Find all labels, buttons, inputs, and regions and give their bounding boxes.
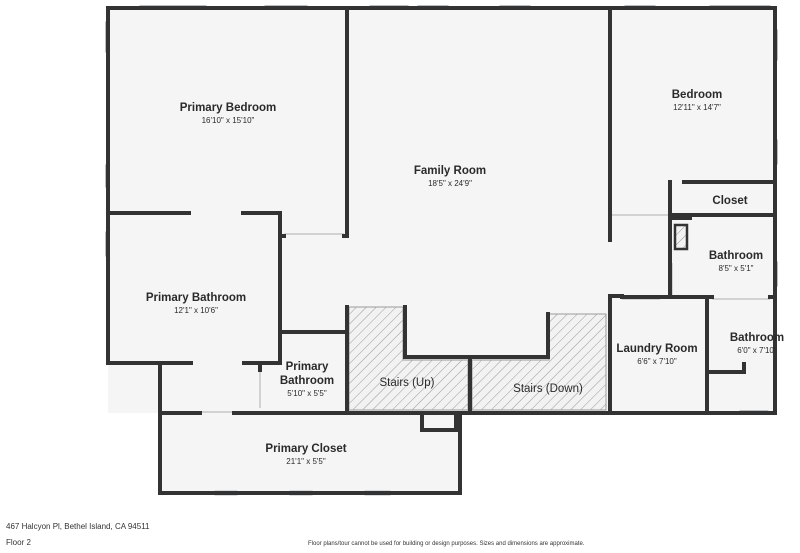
primary-bedroom-label: Primary Bedroom [180,102,277,114]
address-text: 467 Halcyon Pl, Bethel Island, CA 94511 [6,522,150,531]
bedroom-label: Bedroom [672,89,722,101]
primary-bathroom-small-label-2: Bathroom [280,375,334,387]
bathroom-lower-dim: 6'0" x 7'10" [737,346,777,355]
primary-closet-dim: 21'1" x 5'5" [286,457,326,466]
primary-closet-label: Primary Closet [265,443,346,455]
family-room-label: Family Room [414,165,486,177]
bedroom-dim: 12'11" x 14'7" [673,103,721,112]
disclaimer-text: Floor plans/tour cannot be used for buil… [308,541,585,547]
room-labels: Primary Bedroom 16'10" x 15'10" Family R… [146,89,784,466]
shaft [673,223,689,251]
primary-bathroom-label: Primary Bathroom [146,292,246,304]
primary-bedroom-dim: 16'10" x 15'10" [202,116,255,125]
closet-label: Closet [712,195,747,207]
stairs-up-label: Stairs (Up) [380,377,435,389]
walls [106,6,777,495]
laundry-room-dim: 6'6" x 7'10" [637,357,677,366]
primary-bathroom-small-label-1: Primary [286,361,329,373]
primary-bathroom-small-dim: 5'10" x 5'5" [287,389,327,398]
bathroom-upper-dim: 8'5" x 5'1" [719,264,754,273]
floor-label: Floor 2 [6,538,31,547]
bathroom-upper-label: Bathroom [709,250,763,262]
primary-bathroom-dim: 12'1" x 10'6" [174,306,218,315]
laundry-room-label: Laundry Room [616,343,697,355]
floor-fill [108,8,775,493]
stairs-down-label: Stairs (Down) [513,383,583,395]
bathroom-lower-label: Bathroom [730,332,784,344]
family-room-dim: 18'5" x 24'9" [428,179,472,188]
